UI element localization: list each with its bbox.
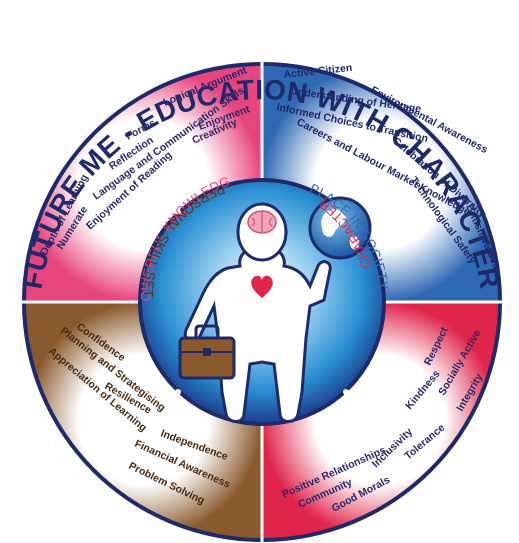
- heart-icon: [251, 275, 273, 298]
- briefcase-icon: [178, 324, 236, 380]
- brain-icon: [247, 210, 277, 234]
- globe-icon: [308, 196, 372, 260]
